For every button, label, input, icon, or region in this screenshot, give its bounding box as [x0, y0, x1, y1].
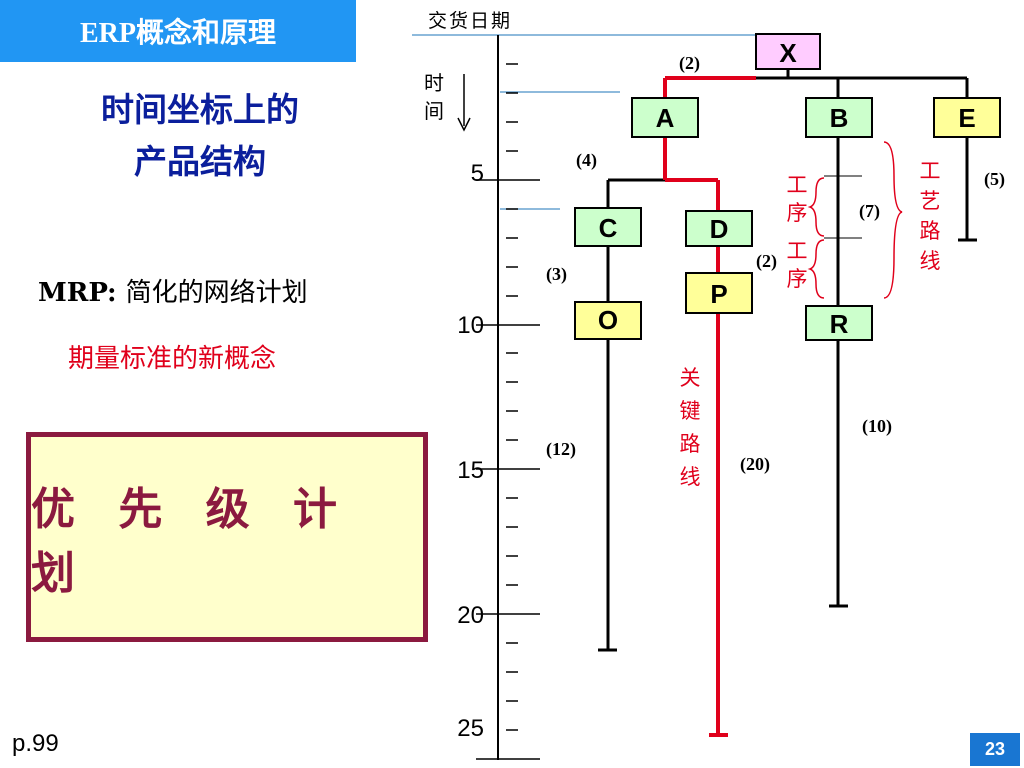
svg-text:工: 工 — [920, 159, 941, 183]
svg-text:关: 关 — [680, 366, 701, 390]
process-marks — [824, 175, 862, 239]
node-o — [574, 301, 642, 340]
heading-line-1: 时间坐标上的 — [101, 90, 299, 129]
node-p — [685, 272, 753, 314]
svg-text:路: 路 — [680, 432, 701, 456]
direction-label: 时 间 — [424, 71, 444, 123]
process-label-2: 工序 — [787, 239, 808, 291]
node-x — [755, 33, 821, 70]
tick-label-15: 15 — [457, 457, 484, 484]
lead-time-e: (5) — [984, 169, 1005, 190]
lead-time-x-a: (2) — [679, 53, 700, 74]
tick-label-25: 25 — [457, 715, 484, 742]
critical-path-line — [663, 76, 756, 737]
svg-text:线: 线 — [680, 465, 701, 489]
page-number-badge: 23 — [970, 733, 1020, 766]
lead-time-o: (12) — [546, 439, 576, 460]
svg-text:工: 工 — [787, 173, 808, 197]
heading-line-2: 产品结构 — [134, 142, 266, 181]
mrp-text: 简化的网络计划 — [125, 278, 308, 308]
mrp-line: MRP: 简化的网络计划 — [38, 272, 308, 309]
node-p-label: P — [710, 279, 727, 309]
node-d-label: D — [710, 214, 729, 244]
slide-title: ERP概念和原理 — [0, 0, 356, 62]
node-c-label: C — [599, 213, 618, 243]
node-a — [631, 97, 699, 138]
process-label-1: 工序 — [787, 173, 808, 225]
lead-time-c-o: (3) — [546, 264, 567, 285]
priority-plan-box: 优 先 级 计 划 — [26, 432, 428, 642]
tick-label-20: 20 — [457, 602, 484, 629]
svg-text:工: 工 — [787, 239, 808, 263]
lead-time-b-r: (7) — [859, 201, 880, 222]
node-x-label: X — [779, 38, 797, 68]
mrp-prefix: MRP: — [38, 278, 117, 308]
page-reference: p.99 — [12, 730, 59, 757]
node-d — [685, 210, 753, 247]
node-o-label: O — [598, 305, 618, 335]
lead-time-r: (10) — [862, 416, 892, 437]
svg-text:键: 键 — [680, 399, 701, 423]
node-e-label: E — [958, 103, 975, 133]
arrow-head — [457, 117, 471, 132]
tick-label-10: 10 — [457, 312, 484, 339]
node-b-label: B — [830, 103, 849, 133]
structure-lines — [598, 69, 977, 652]
svg-text:序: 序 — [787, 267, 808, 291]
lead-time-a-c: (4) — [576, 150, 597, 171]
svg-text:间: 间 — [424, 99, 444, 123]
node-a-label: A — [656, 103, 675, 133]
node-r-label: R — [830, 309, 849, 339]
tick-label-5: 5 — [471, 160, 484, 187]
node-b — [805, 97, 873, 138]
minor-ticks — [506, 63, 518, 731]
lead-time-p: (20) — [740, 454, 770, 475]
brackets — [807, 141, 903, 299]
svg-text:序: 序 — [787, 201, 808, 225]
major-ticks — [476, 179, 540, 760]
concept-text: 期量标准的新概念 — [68, 344, 277, 374]
svg-text:路: 路 — [920, 219, 941, 243]
node-c — [574, 207, 642, 247]
svg-text:线: 线 — [920, 249, 941, 273]
lead-time-d-p: (2) — [756, 251, 777, 272]
node-e — [933, 97, 1001, 138]
svg-text:时: 时 — [424, 71, 444, 95]
node-r — [805, 305, 873, 341]
svg-text:艺: 艺 — [920, 189, 941, 213]
axis-title: 交货日期 — [428, 10, 512, 32]
